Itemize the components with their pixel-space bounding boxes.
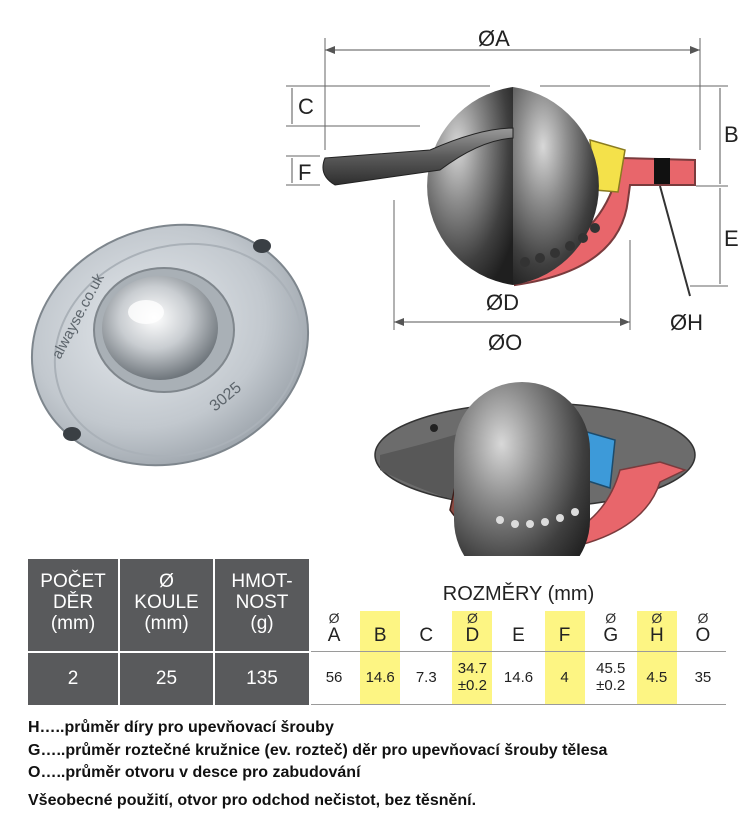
dim-letter: E xyxy=(512,625,525,646)
dim-column-c: C 7.3 xyxy=(403,611,449,704)
dim-label-d: ØD xyxy=(486,290,519,315)
table-bottom-line xyxy=(311,704,726,705)
dim-value: 45.5 xyxy=(596,660,626,677)
dim-value: 14.6 xyxy=(503,669,534,686)
dim-letter: B xyxy=(373,625,387,646)
product-photo: alwayse.co.uk 3025 xyxy=(30,223,310,467)
dim-value: ±0.2 xyxy=(596,677,626,694)
dim-letter: F xyxy=(558,625,571,646)
dim-column-e: E 14.6 xyxy=(495,611,541,704)
dim-symbol: Ø xyxy=(328,610,340,626)
note-g: G…..průměr roztečné kružnice (ev. rozteč… xyxy=(28,742,608,759)
dim-value: 56 xyxy=(325,669,343,686)
header-ball: Ø KOULE (mm) xyxy=(120,559,213,651)
mount-hole-icon xyxy=(63,427,81,441)
dim-symbol: Ø xyxy=(651,610,663,626)
table-divider xyxy=(311,651,726,652)
dimensions-title: ROZMĚRY (mm) xyxy=(442,583,595,605)
dim-value: 7.3 xyxy=(415,669,437,686)
dim-letter: C xyxy=(419,625,434,646)
dim-value: ±0.2 xyxy=(457,677,487,694)
dim-label-h: ØH xyxy=(670,310,703,335)
header-weight: HMOT- NOST (g) xyxy=(215,559,309,651)
dim-value: 14.6 xyxy=(365,669,395,686)
product-drawing: alwayse.co.uk 3025 xyxy=(30,26,739,556)
value-holes: 2 xyxy=(28,653,118,705)
value-weight: 135 xyxy=(215,653,309,705)
note-general: Všeobecné použití, otvor pro odchod neči… xyxy=(28,792,477,809)
dim-label-c: C xyxy=(298,94,314,119)
spec-table: POČET DĚR (mm) Ø KOULE (mm) HMOT- NOST (… xyxy=(28,559,726,705)
cross-section-drawing: ØA C F B E ØD ØO ØH xyxy=(286,26,739,355)
dim-value: 35 xyxy=(694,669,712,686)
note-h: H…..průměr díry pro upevňovací šrouby xyxy=(28,719,334,736)
dim-symbol: Ø xyxy=(697,610,709,626)
dim-value: 4 xyxy=(560,669,569,686)
dim-symbol: Ø xyxy=(466,610,478,626)
value-ball: 25 xyxy=(120,653,213,705)
dim-label-e: E xyxy=(724,226,739,251)
dim-letter: A xyxy=(327,625,341,646)
dim-symbol xyxy=(495,611,541,626)
dim-label-b: B xyxy=(724,122,739,147)
dim-symbol xyxy=(360,611,400,626)
dim-label-f: F xyxy=(298,160,311,185)
dim-symbol xyxy=(545,611,585,626)
dim-letter: O xyxy=(695,625,711,646)
mount-hole-icon xyxy=(253,239,271,253)
note-o: O…..průměr otvoru v desce pro zabudování xyxy=(28,764,361,781)
dim-symbol: Ø xyxy=(605,610,617,626)
dim-value: 34.7 xyxy=(457,660,487,677)
dim-column-b: B 14.6 xyxy=(360,611,401,704)
dim-letter: D xyxy=(465,625,480,646)
header-holes: POČET DĚR (mm) xyxy=(28,559,118,651)
dim-label-a: ØA xyxy=(478,26,510,51)
dim-symbol xyxy=(403,611,449,626)
dim-letter: G xyxy=(603,625,619,646)
dim-value: 4.5 xyxy=(646,669,668,686)
dim-letter: H xyxy=(649,625,664,646)
cutaway-render xyxy=(374,382,696,556)
dim-label-o: ØO xyxy=(488,330,522,355)
